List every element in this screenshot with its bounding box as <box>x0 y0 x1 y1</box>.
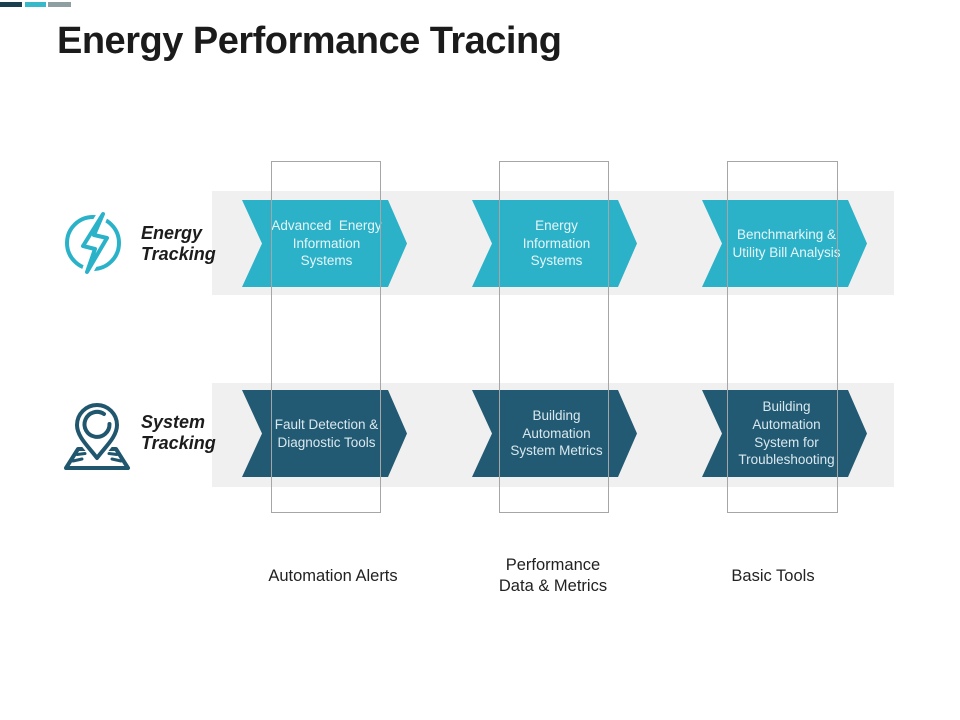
row-label-energy-tracking: Energy Tracking <box>141 223 216 264</box>
arrow-advanced-energy-information-systems: Advanced Energy Information Systems <box>242 200 407 287</box>
arrow-label: Building Automation System Metrics <box>510 408 603 459</box>
accent-bar-dark <box>0 2 22 7</box>
slide-title: Energy Performance Tracing <box>57 20 562 62</box>
arrow-energy-information-systems: Energy Information Systems <box>472 200 637 287</box>
arrow-building-automation-system-troubleshooting: Building Automation System for Troublesh… <box>702 390 867 477</box>
arrow-building-automation-system-metrics: Building Automation System Metrics <box>472 390 637 477</box>
column-label-basic-tools: Basic Tools <box>731 566 815 585</box>
arrow-benchmarking-utility-bill-analysis: Benchmarking & Utility Bill Analysis <box>702 200 867 287</box>
lightning-bolt-icon <box>62 208 130 282</box>
arrow-label: Benchmarking & Utility Bill Analysis <box>732 226 841 260</box>
map-pin-icon <box>58 397 136 478</box>
column-label-performance-data-metrics: Performance Data & Metrics <box>498 556 608 595</box>
arrow-label: Building Automation System for Troublesh… <box>738 399 835 468</box>
arrow-label: Fault Detection & Diagnostic Tools <box>274 416 379 450</box>
column-label-automation-alerts: Automation Alerts <box>268 566 398 585</box>
arrow-fault-detection-diagnostic-tools: Fault Detection & Diagnostic Tools <box>242 390 407 477</box>
arrow-label: Energy Information Systems <box>522 218 591 269</box>
row-label-system-tracking: System Tracking <box>141 412 216 453</box>
accent-bar-teal <box>25 2 46 7</box>
arrow-label: Advanced Energy Information Systems <box>271 218 382 269</box>
accent-bar-gray <box>48 2 71 7</box>
